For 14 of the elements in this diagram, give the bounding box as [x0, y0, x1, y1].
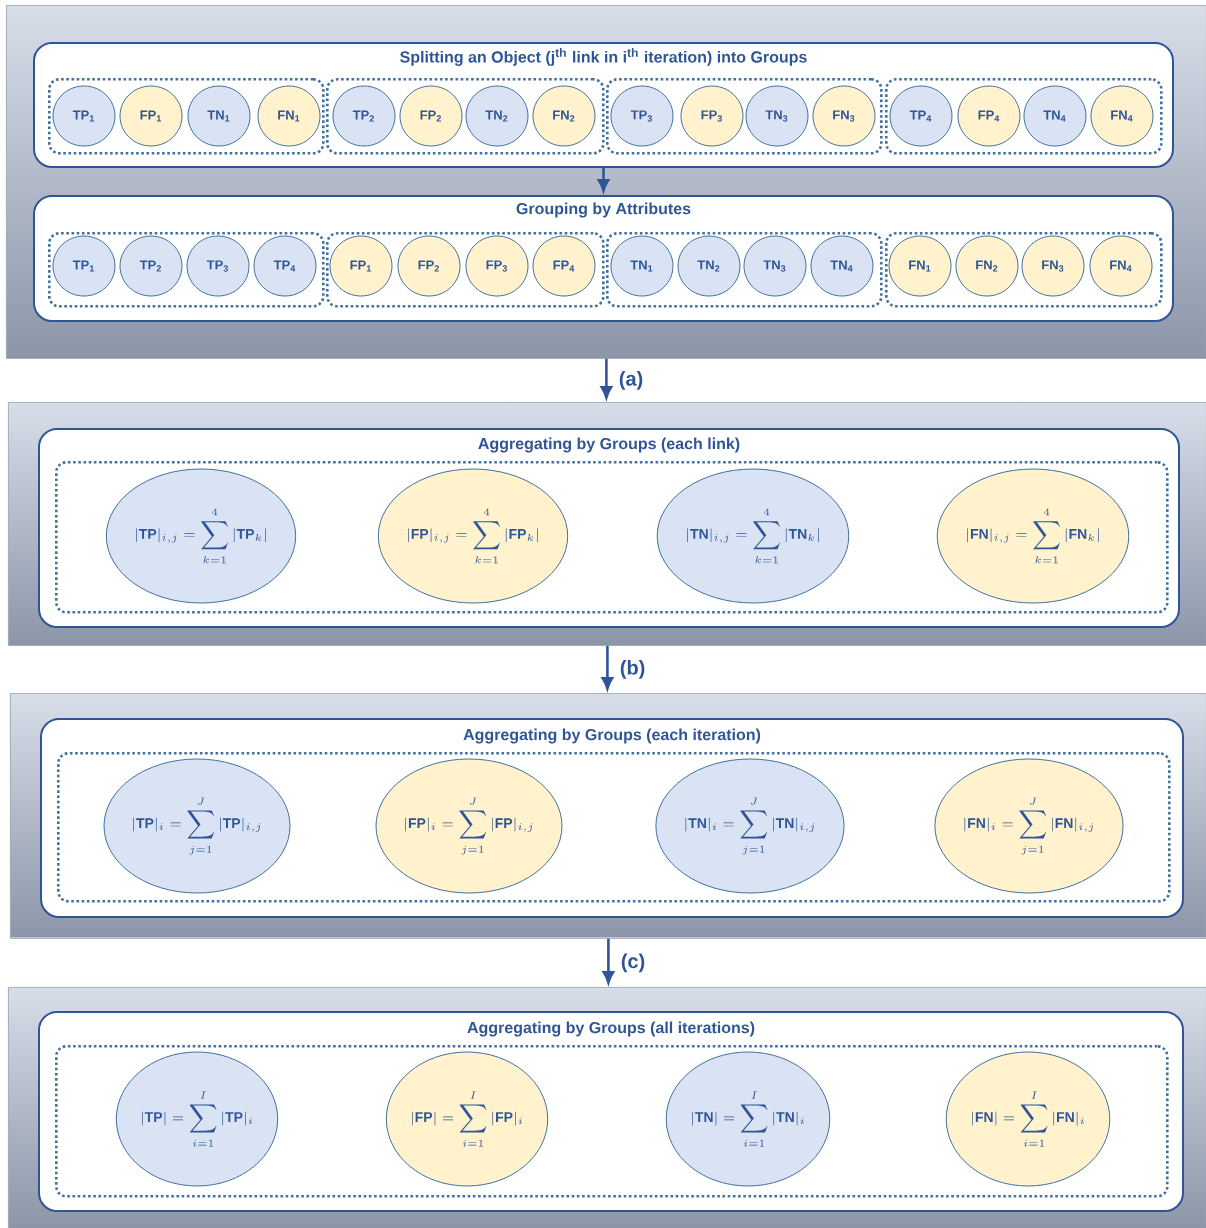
group-box: [885, 232, 1163, 308]
group-box: [48, 232, 325, 308]
group-box: [55, 461, 1169, 614]
group-box: [606, 78, 883, 155]
group-box: [48, 78, 325, 155]
edge-label: (a): [616, 369, 646, 392]
group-box: [57, 752, 1171, 903]
edge-label: (c): [618, 951, 648, 975]
group-box: [55, 1045, 1169, 1198]
edge-label: (b): [617, 658, 648, 681]
group-box: [606, 232, 883, 308]
group-box: [326, 232, 605, 308]
group-box: [885, 78, 1163, 155]
group-box: [326, 78, 605, 155]
